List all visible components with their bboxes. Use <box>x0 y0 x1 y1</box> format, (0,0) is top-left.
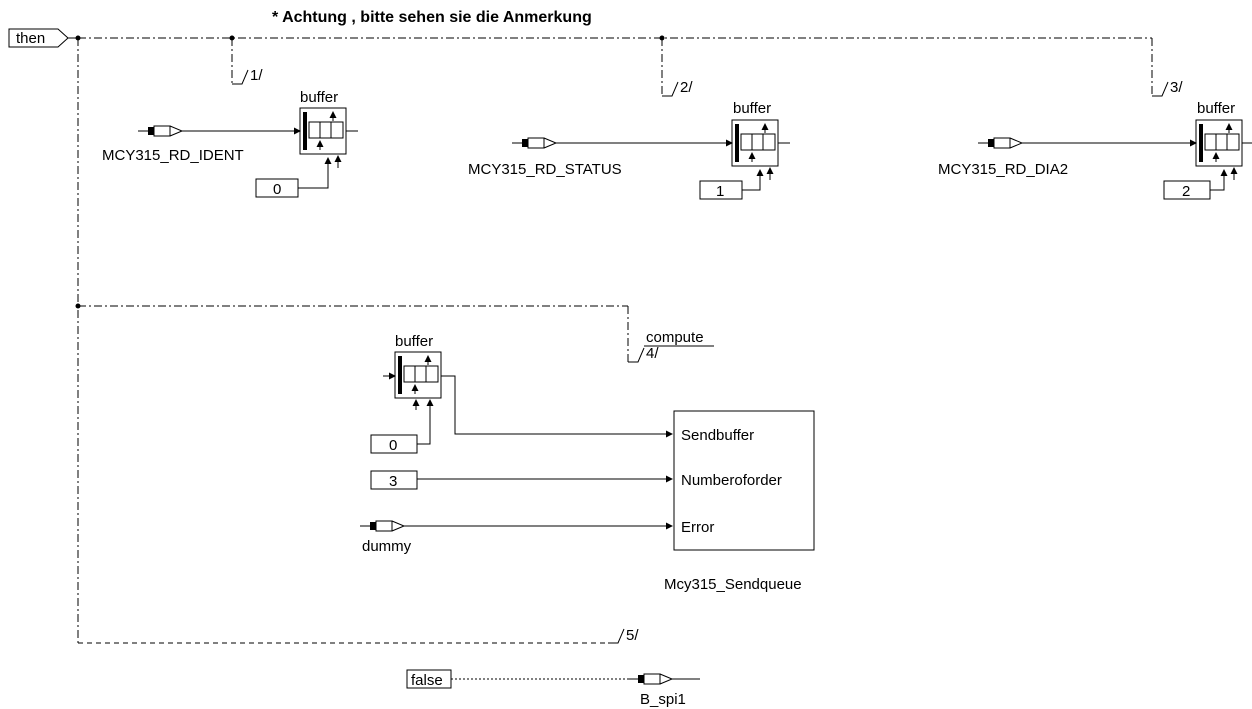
compute-label: compute <box>646 329 704 346</box>
sendqueue-block <box>673 410 815 551</box>
index-value-1: 0 <box>273 181 281 198</box>
port-numberoforder: Numberoforder <box>681 472 782 489</box>
seq-label-3: 3/ <box>1170 79 1183 96</box>
input-plug-2 <box>511 137 557 149</box>
false-label: false <box>411 672 443 689</box>
buffer-block-4 <box>395 352 441 398</box>
buffer-block-3 <box>1196 120 1242 166</box>
sendqueue-name: Mcy315_Sendqueue <box>664 576 802 593</box>
index-value-2: 1 <box>716 183 724 200</box>
buffer-label-3: buffer <box>1197 100 1235 117</box>
number-value: 3 <box>389 473 397 490</box>
output-name: B_spi1 <box>640 691 686 708</box>
input-plug-1 <box>137 125 183 137</box>
input-plug-3 <box>977 137 1023 149</box>
seq-label-5: 5/ <box>626 627 639 644</box>
output-plug <box>627 673 673 685</box>
title-note: * Achtung , bitte sehen sie die Anmerkun… <box>272 9 592 26</box>
dummy-plug <box>359 520 405 532</box>
seq-label-1: 1/ <box>250 67 263 84</box>
input-name-2: MCY315_RD_STATUS <box>468 161 622 178</box>
then-label: then <box>16 30 45 47</box>
input-name-1: MCY315_RD_IDENT <box>102 147 244 164</box>
seq-label-4: 4/ <box>646 345 659 362</box>
input-name-3: MCY315_RD_DIA2 <box>938 161 1068 178</box>
buffer-block-1 <box>300 108 346 154</box>
port-error: Error <box>681 519 714 536</box>
number-box <box>370 470 418 490</box>
index-value-3: 2 <box>1182 183 1190 200</box>
dummy-label: dummy <box>362 538 412 555</box>
buffer-label-4: buffer <box>395 333 433 350</box>
seq-label-2: 2/ <box>680 79 693 96</box>
buffer-block-2 <box>732 120 778 166</box>
port-sendbuffer: Sendbuffer <box>681 427 754 444</box>
then-tag <box>8 28 69 48</box>
buffer-label-2: buffer <box>733 100 771 117</box>
index-value-4: 0 <box>389 437 397 454</box>
buffer-label-1: buffer <box>300 89 338 106</box>
